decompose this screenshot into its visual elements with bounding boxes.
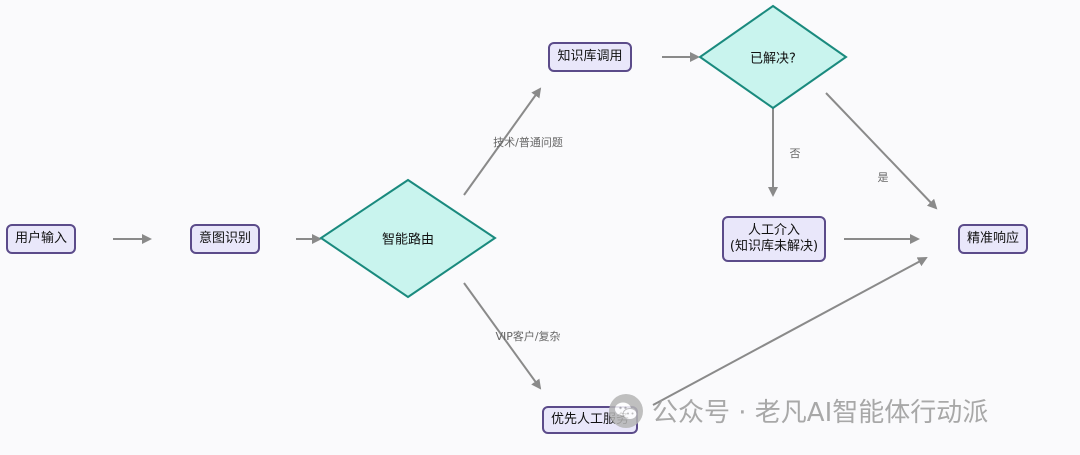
node-intent-label: 意图识别: [198, 231, 251, 246]
router-label: 智能路由: [381, 232, 435, 248]
resolved-label: 已解决?: [750, 51, 796, 67]
node-priority-label: 优先人工服务: [550, 412, 629, 427]
edge-router-to-priority: [463, 282, 542, 390]
watermark-text: 公众号 · 老凡AI智能体行动派: [652, 398, 989, 428]
edge-label-no: 否: [789, 147, 801, 160]
edge-label-vip: VIP客户/复杂: [495, 330, 561, 343]
node-kb: 知识库调用: [548, 42, 632, 72]
wechat-icon: [609, 393, 643, 428]
edge-resolved-yes: [825, 92, 938, 210]
node-human-line1: 人工介入: [747, 223, 800, 238]
router-diamond: [319, 178, 497, 299]
node-human-line2: (知识库未解决): [729, 239, 819, 254]
resolved-diamond: [698, 4, 848, 110]
edge-priority-to-response: [652, 257, 928, 406]
node-intent: 意图识别: [190, 224, 260, 254]
node-user-input: 用户输入: [6, 224, 76, 254]
watermark: 公众号 · 老凡AI智能体行动派: [608, 392, 988, 429]
edge-label-tech: 技术/普通问题: [493, 136, 563, 149]
node-user-input-label: 用户输入: [14, 231, 67, 246]
edge-label-yes: 是: [877, 171, 889, 184]
edge-router-to-kb: [463, 87, 542, 196]
node-response: 精准响应: [958, 224, 1028, 254]
node-human: 人工介入 (知识库未解决): [722, 216, 826, 262]
node-kb-label: 知识库调用: [557, 49, 623, 64]
node-response-label: 精准响应: [966, 231, 1019, 246]
